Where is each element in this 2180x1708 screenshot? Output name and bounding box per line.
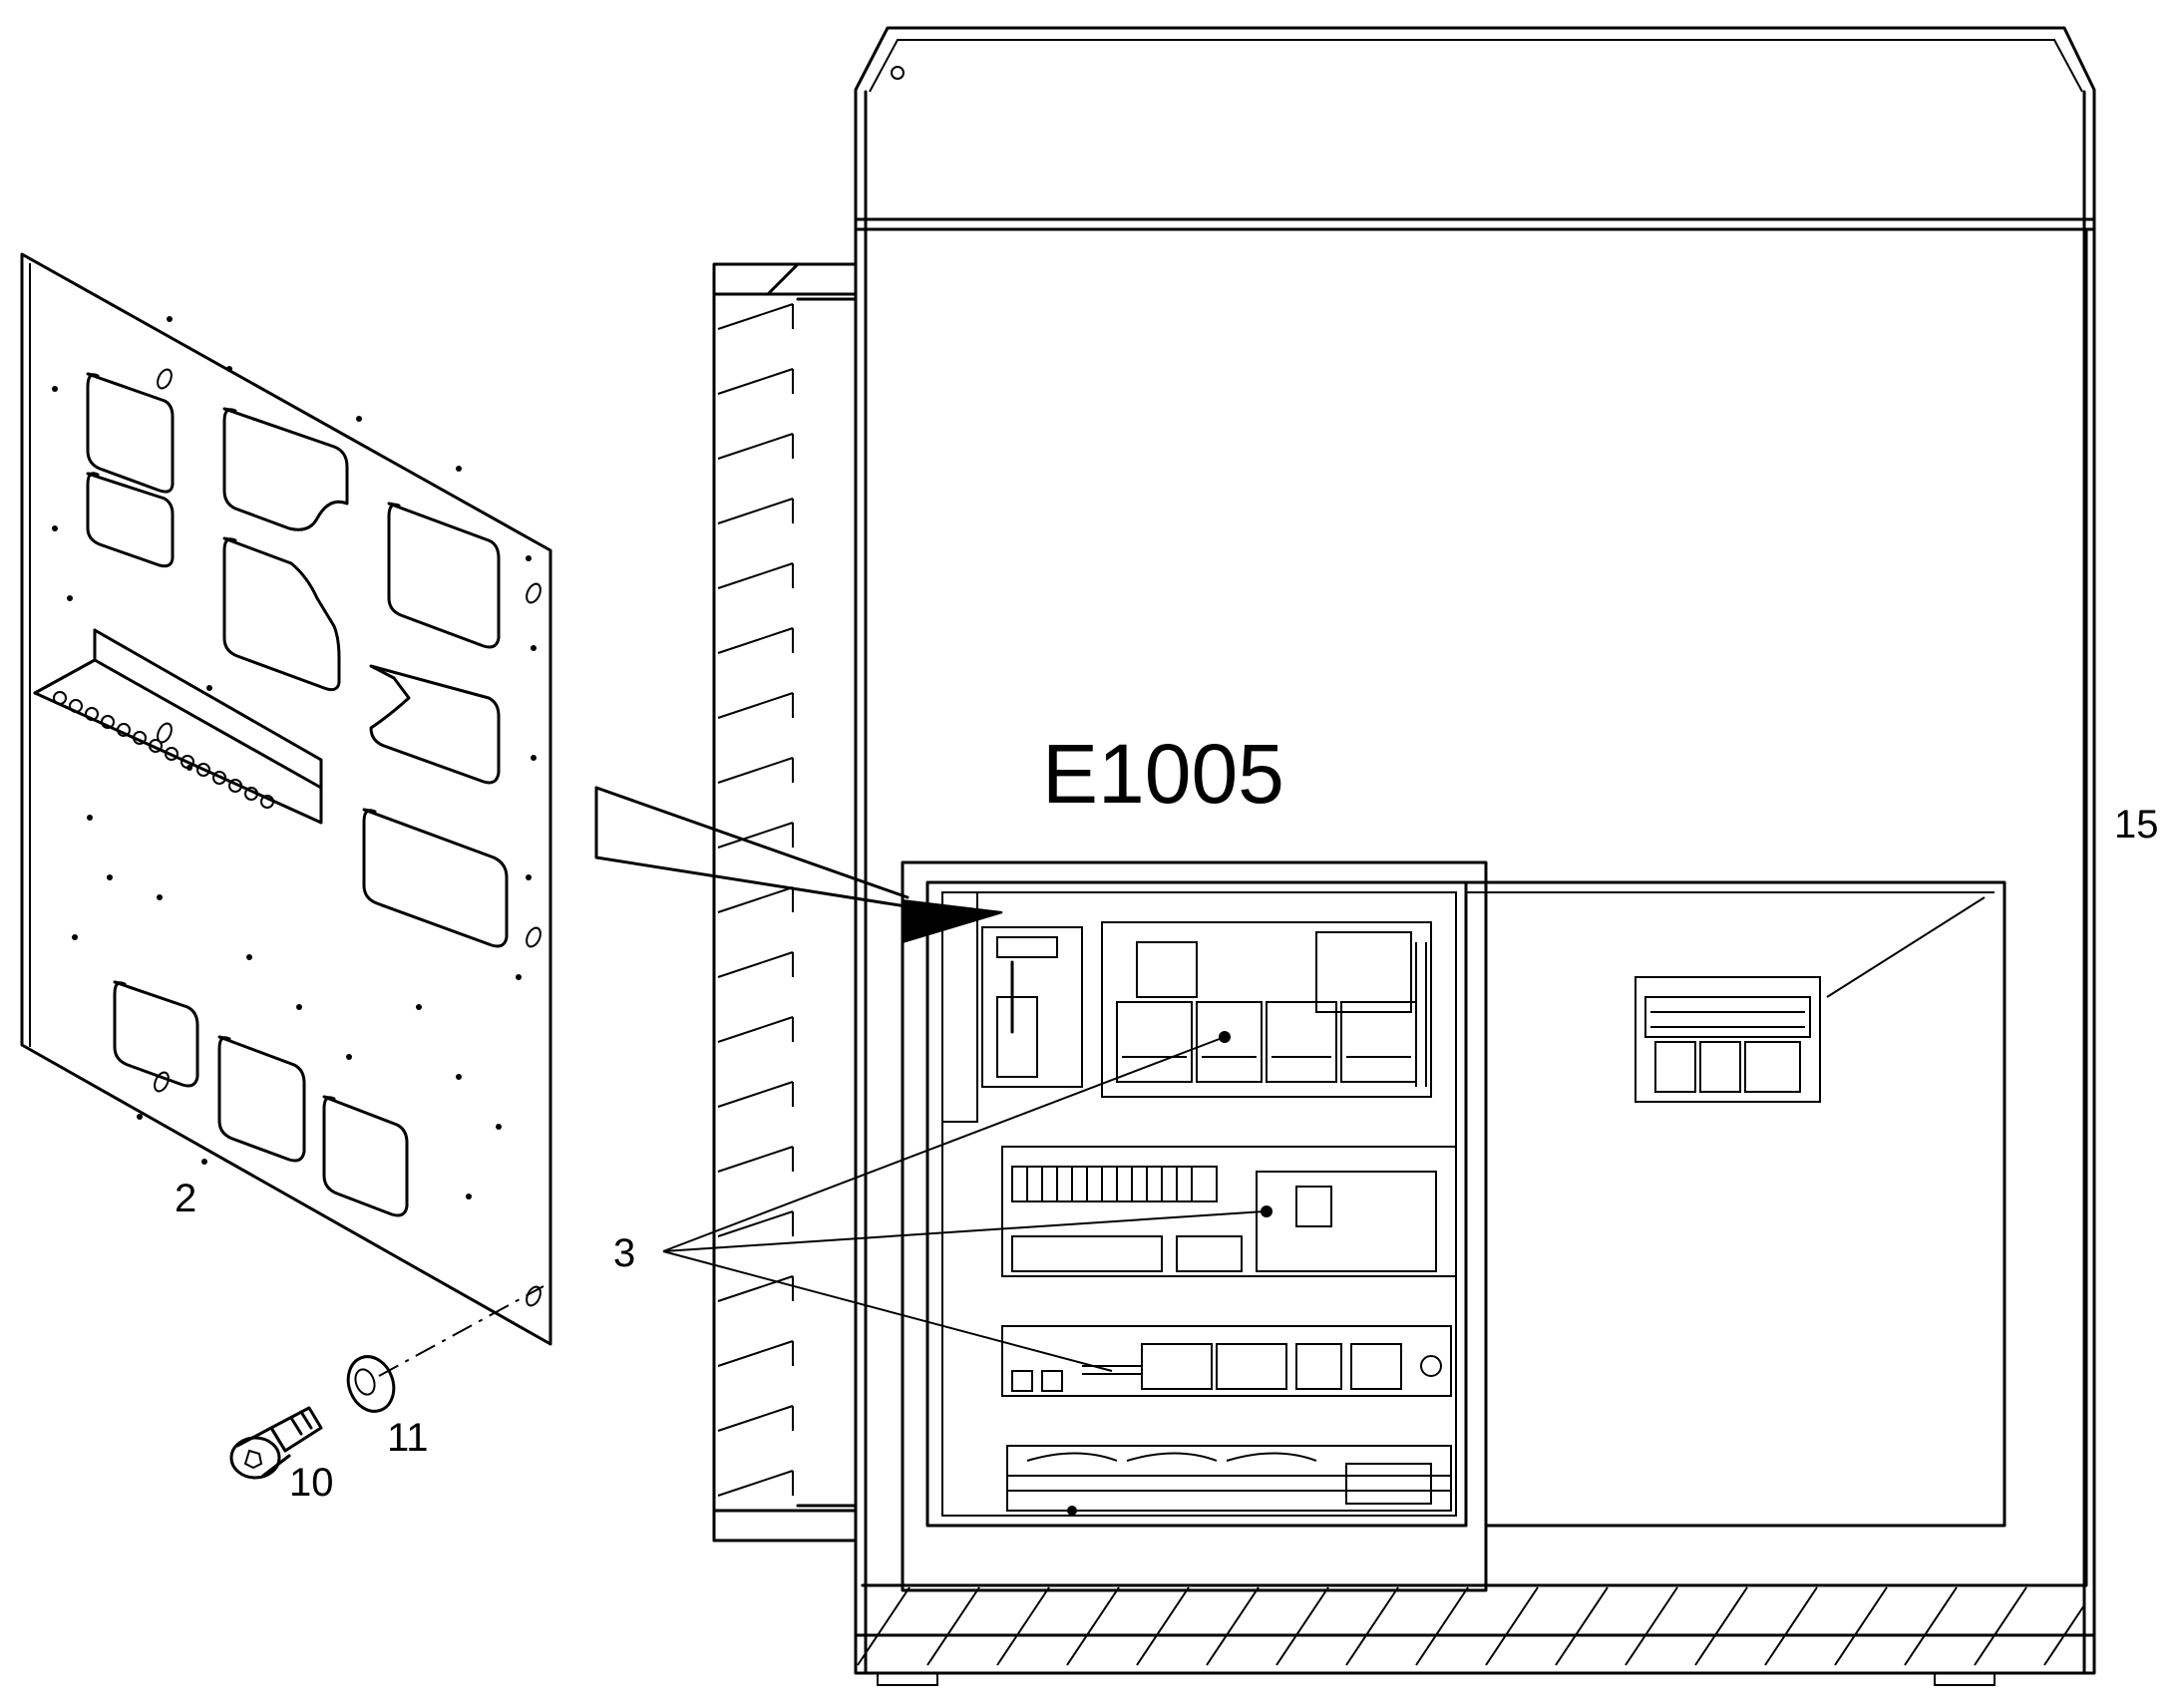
label-plate (1635, 976, 1821, 1103)
callout-15: 15 (2114, 803, 2159, 847)
leader-lines (662, 896, 1986, 1372)
callout-3: 3 (613, 1231, 635, 1275)
cabinet (712, 26, 2096, 1686)
cabinet-designation: E1005 (1042, 727, 1284, 821)
callout-2: 2 (175, 1177, 196, 1220)
washer-part (346, 1355, 396, 1413)
assembly-center-line (378, 1285, 545, 1377)
plate-cutouts (86, 372, 509, 1217)
base-hatching (857, 1586, 2085, 1666)
explosion-arrow (594, 786, 1003, 944)
screw-part (229, 1406, 323, 1480)
control-boards (942, 891, 1457, 1516)
louvre-slats (717, 303, 794, 1497)
terminal-bracket (33, 628, 323, 825)
callout-10: 10 (289, 1461, 334, 1505)
mounting-plate (20, 252, 552, 1346)
plate-holes (52, 316, 537, 1199)
plate-slots (154, 368, 542, 1307)
callout-11: 11 (387, 1416, 429, 1460)
